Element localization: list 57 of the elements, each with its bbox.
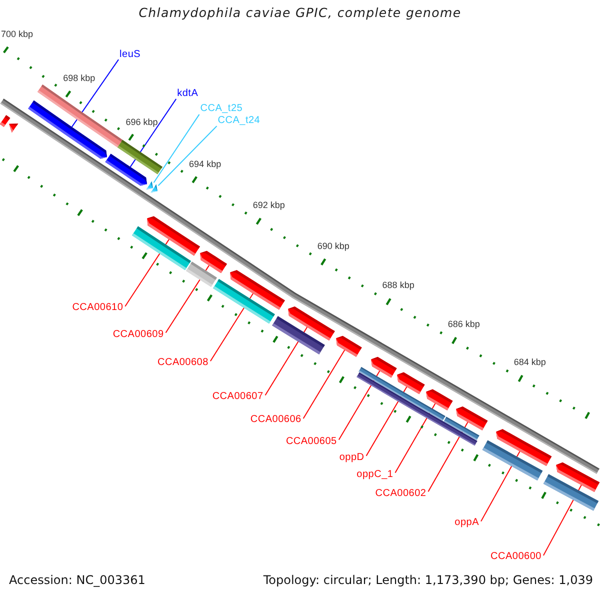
position-label: 690 kbp <box>317 240 350 251</box>
position-label: 684 kbp <box>514 356 546 367</box>
diagram-title: Chlamydophila caviae GPIC, complete genome <box>138 5 462 21</box>
position-label: 698 kbp <box>63 73 96 84</box>
leader-line <box>124 238 170 307</box>
leader-line <box>394 402 436 474</box>
gene-label: CCA00610 <box>72 302 126 314</box>
position-label: 696 kbp <box>126 116 158 127</box>
leader-line <box>158 126 218 186</box>
gene-feature <box>371 356 397 378</box>
gene-feature <box>288 306 335 341</box>
gene-feature <box>200 250 227 274</box>
leader-line <box>338 370 380 440</box>
position-label: 700 kbp <box>1 29 34 40</box>
gene-feature <box>150 184 158 193</box>
leader-line <box>71 59 120 128</box>
position-label: 686 kbp <box>448 319 480 330</box>
leader-line <box>480 450 520 522</box>
gene-label: CCA00607 <box>212 391 266 404</box>
position-label: 694 kbp <box>189 158 222 169</box>
gene-feature <box>556 462 600 492</box>
gene-feature <box>147 216 200 256</box>
gene-label: CCA00602 <box>375 488 428 500</box>
gene-label: oppD <box>339 452 366 464</box>
leader-line <box>366 386 408 456</box>
gene-feature <box>456 406 488 430</box>
leader-line <box>153 114 200 184</box>
leader-line <box>542 484 582 556</box>
position-label: 692 kbp <box>252 200 285 210</box>
leader-line <box>428 422 468 492</box>
gene-label: CCA00608 <box>158 357 210 370</box>
gene-label: oppA <box>454 517 481 530</box>
gene-feature <box>230 270 285 310</box>
gene-feature <box>146 181 153 190</box>
gene-feature <box>496 429 552 466</box>
gene-feature <box>336 336 362 357</box>
gene-label: oppC_1 <box>356 468 396 481</box>
leader-line <box>264 326 308 396</box>
gene-label: CCA00605 <box>286 436 339 448</box>
leader-line <box>210 292 254 362</box>
genome-stats-text: Topology: circular; Length: 1,173,390 bp; Genes: 1,039 <box>263 573 593 588</box>
gene-label: CCA00609 <box>112 328 166 341</box>
position-label: 688 kbp <box>382 280 414 290</box>
gene-feature <box>426 389 453 410</box>
gene-feature <box>28 100 107 159</box>
leader-line <box>302 349 346 419</box>
gene-label: CCA00600 <box>490 551 544 564</box>
leader-line <box>165 264 210 334</box>
gene-label: CCA_t24 <box>216 115 260 128</box>
accession-text: Accession: NC_003361 <box>9 573 146 588</box>
gene-label: kdtA <box>176 88 198 100</box>
leader-line <box>130 98 177 168</box>
gene-label: CCA_t25 <box>199 103 243 116</box>
gene-feature <box>397 372 425 394</box>
gene-feature <box>105 154 147 186</box>
gene-label: leuS <box>118 48 141 61</box>
gene-label: CCA00606 <box>250 414 304 426</box>
